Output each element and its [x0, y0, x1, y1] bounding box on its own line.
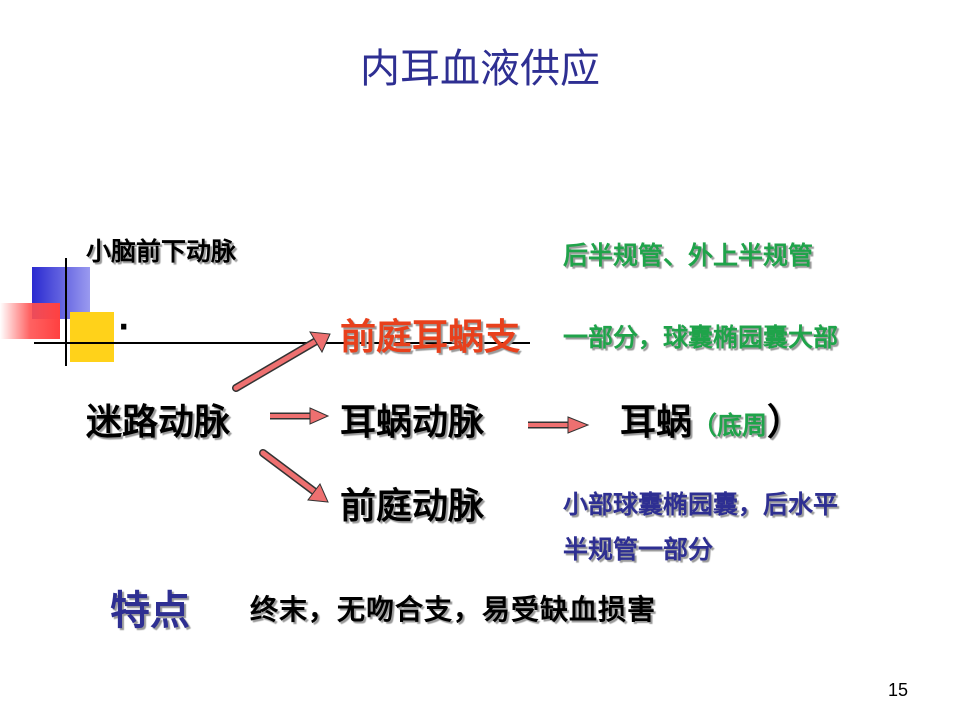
vestibulocochlear-branch-label: 前庭耳蜗支	[340, 317, 521, 358]
labyrinthine-artery-label: 迷路动脉	[86, 402, 231, 443]
cochlea-label: 耳蜗	[620, 402, 693, 443]
arrow-to-vestibulocochlear-branch	[232, 331, 331, 392]
vestibular-artery-label: 前庭动脉	[340, 486, 485, 527]
deco-red-bar	[0, 303, 60, 339]
cochlear-artery-label: 耳蜗动脉	[340, 402, 485, 443]
arrow-to-cochlea	[528, 416, 590, 434]
deco-yellow-square	[70, 312, 114, 362]
bullet-point: ·	[118, 310, 130, 345]
target-branch3-line2: 半规管一部分	[563, 535, 714, 564]
target-branch1-text: 一部分，球囊椭园囊大部	[563, 323, 839, 352]
arrow-to-vestibular-artery	[259, 449, 329, 503]
aica-label: 小脑前下动脉	[86, 237, 237, 266]
target-branch3-line1: 小部球囊椭园囊，后水平	[563, 490, 839, 519]
page-number: 15	[888, 680, 909, 700]
feature-text: 终末，无吻合支，易受缺血损害	[250, 593, 657, 626]
cochlea-basal-turn-note: （底周	[692, 411, 768, 440]
cochlea-close-paren: ）	[767, 402, 804, 443]
slide-title: 内耳血液供应	[360, 46, 600, 92]
target-branch2-text: 耳蜗（底周）	[620, 393, 803, 445]
target-top-text: 后半规管、外上半规管	[563, 241, 814, 270]
feature-label: 特点	[110, 588, 190, 634]
arrow-to-cochlear-artery	[270, 407, 330, 425]
